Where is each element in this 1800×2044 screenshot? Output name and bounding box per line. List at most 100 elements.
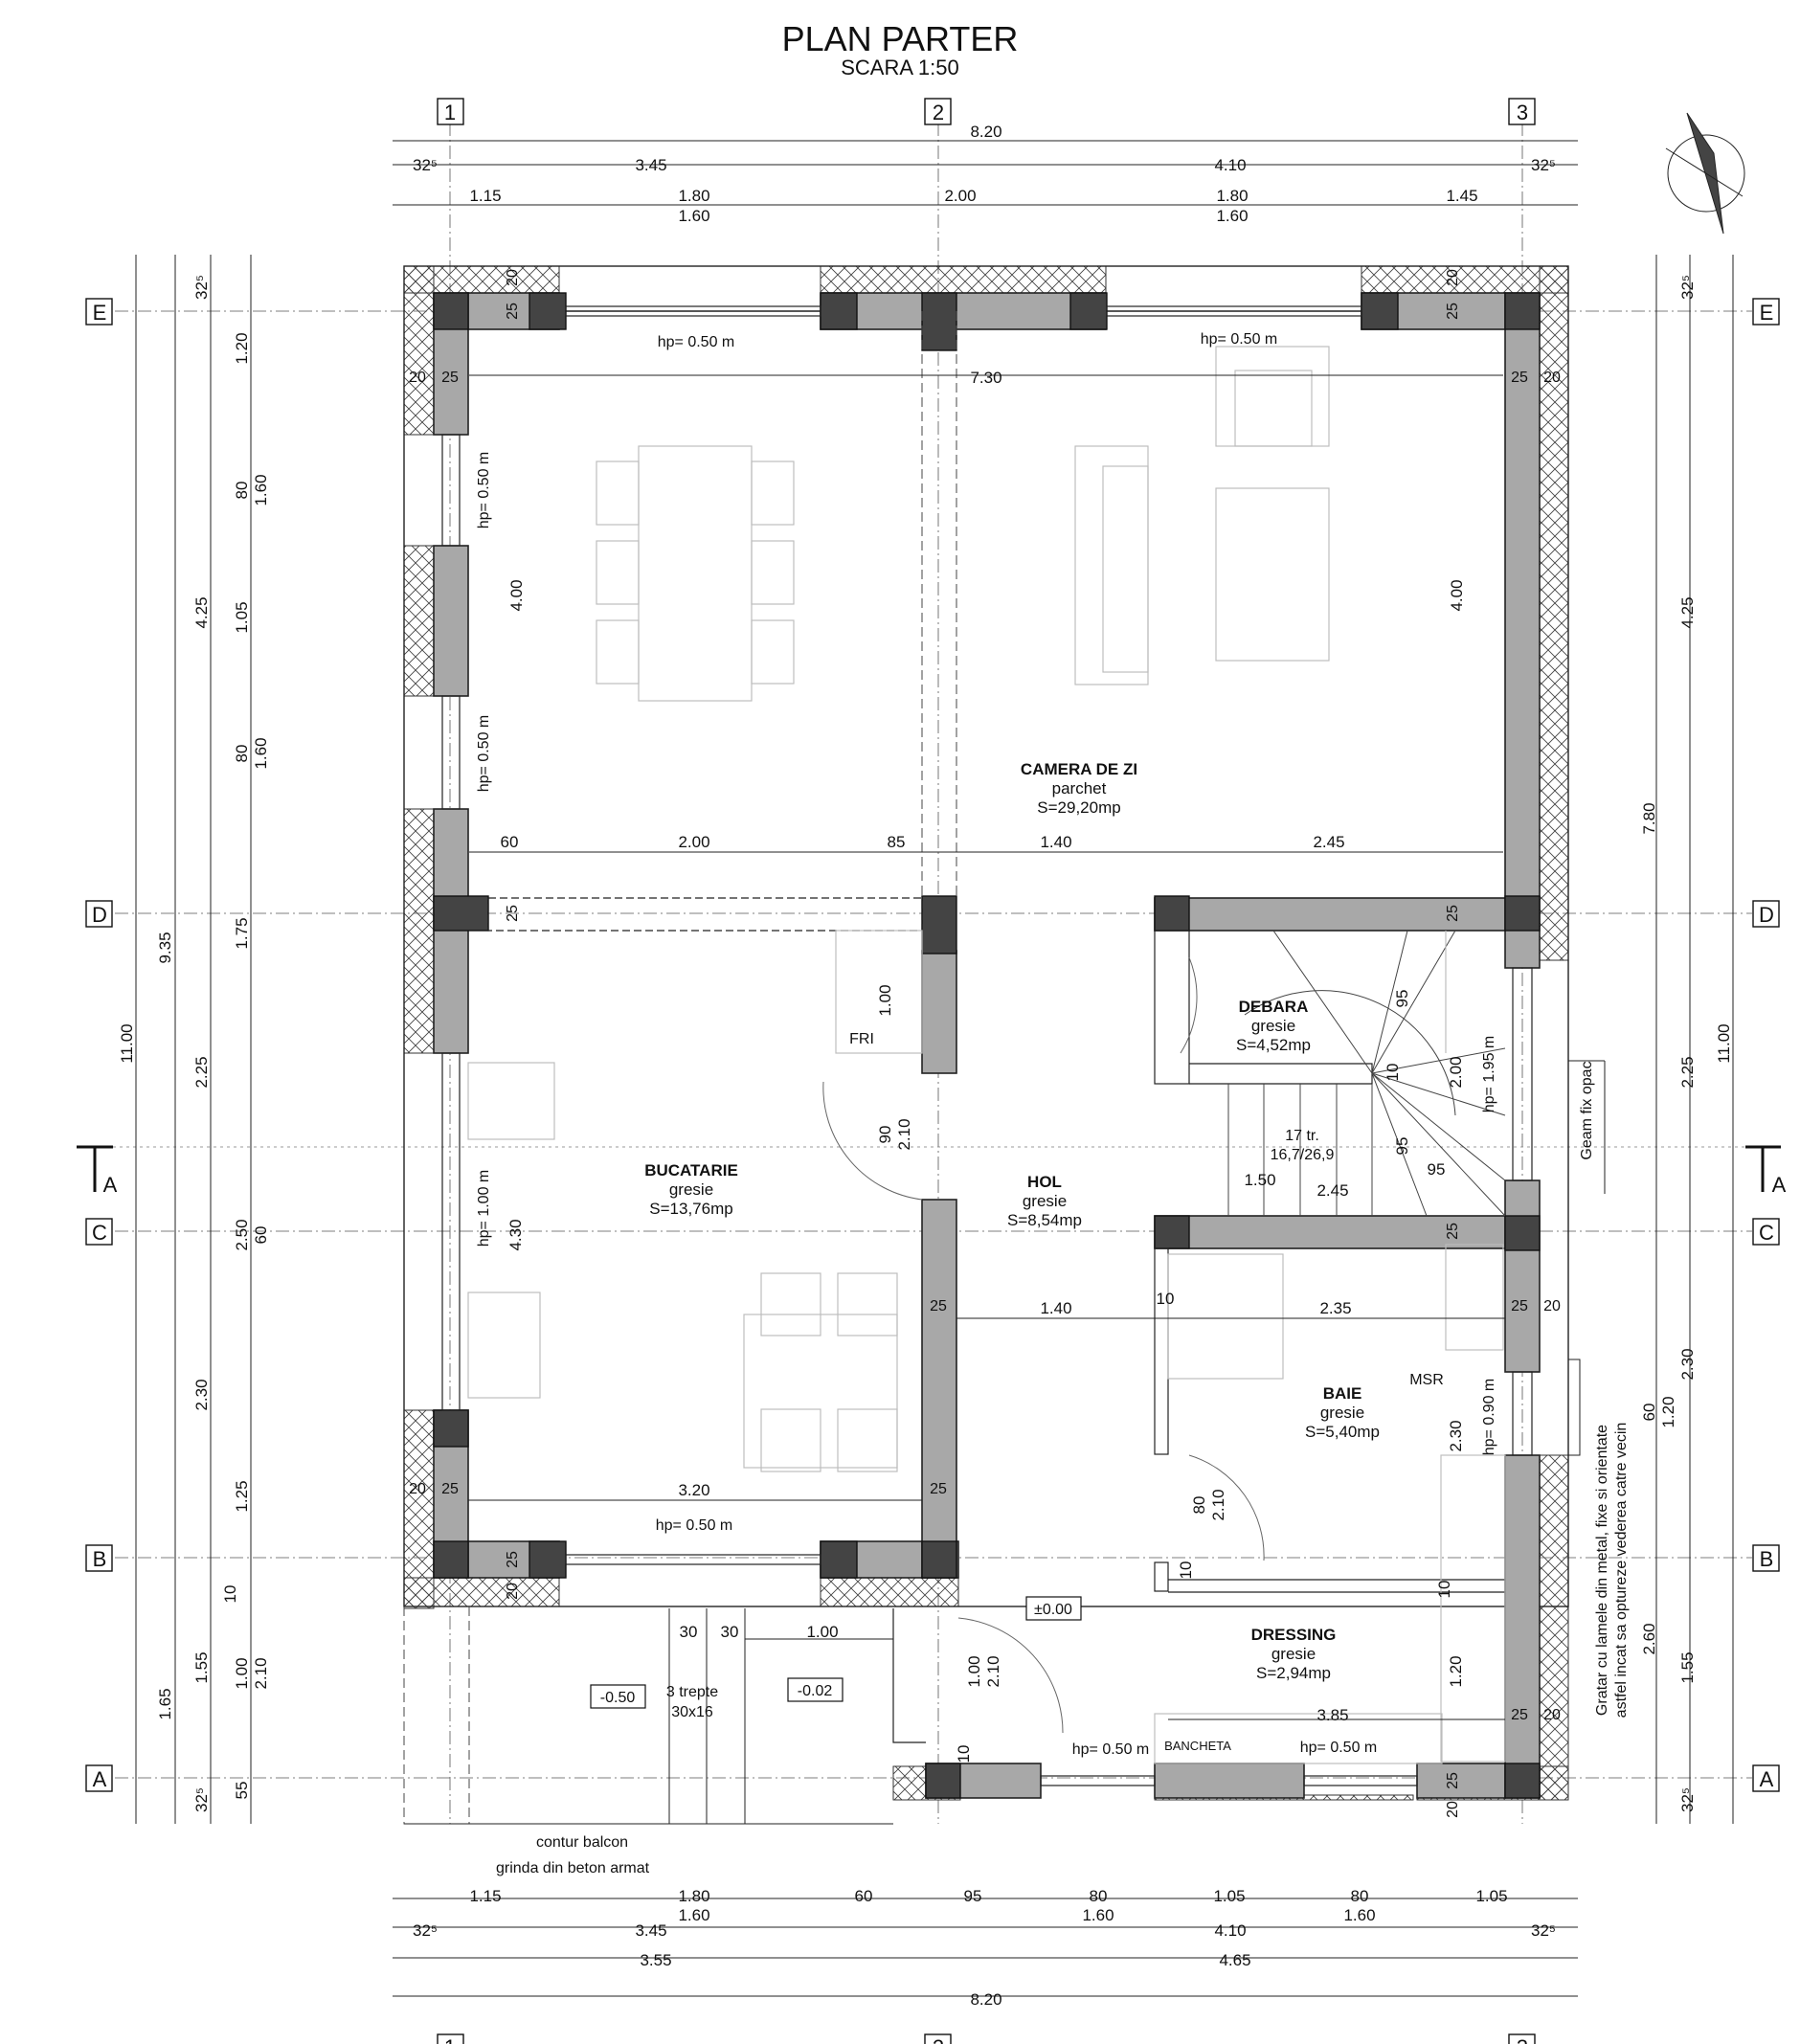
- dim: 1.80: [678, 1887, 709, 1905]
- wall-label: 25: [1445, 1772, 1461, 1789]
- wall-label: 25: [930, 1481, 947, 1497]
- walls: [433, 292, 1541, 1799]
- dim: 2.35: [1319, 1299, 1351, 1317]
- dim: 2.00: [944, 187, 976, 205]
- dim: 80: [233, 745, 251, 763]
- dim: 1.60: [252, 737, 270, 769]
- dim: 7.30: [970, 369, 1001, 387]
- axis-right-e: E: [1760, 301, 1774, 325]
- section-label-right: A: [1772, 1173, 1787, 1197]
- level-boxes: [590, 1596, 1082, 1709]
- window-label: hp= 0.50 m: [656, 1517, 733, 1534]
- dim: 1.65: [156, 1688, 174, 1719]
- dim: 4.65: [1219, 1951, 1250, 1969]
- room-area: S=4,52mp: [1236, 1036, 1311, 1054]
- dim: 11.00: [118, 1023, 136, 1063]
- wall-label: 25: [930, 1298, 947, 1314]
- dim: 95: [1393, 1137, 1411, 1156]
- dim: 1.20: [1447, 1655, 1465, 1687]
- dim: 1.55: [192, 1651, 211, 1683]
- dim: 1.20: [233, 332, 251, 364]
- room-labels: CAMERA DE ZI parchet S=29,20mp BUCATARIE…: [644, 760, 1380, 1682]
- page-subtitle: SCARA 1:50: [841, 56, 959, 79]
- window-label: hp= 0.50 m: [1300, 1740, 1378, 1756]
- dim: 2.45: [1316, 1181, 1348, 1200]
- dim: 80: [233, 482, 251, 500]
- wall-label: 25: [1445, 303, 1461, 320]
- dim: 95: [1393, 990, 1411, 1008]
- section-markers: [77, 1145, 1781, 1192]
- window-label: hp= 1.95 m: [1481, 1036, 1497, 1113]
- axis-left-c: C: [92, 1221, 107, 1245]
- stair: [1227, 930, 1506, 1217]
- dim: 95: [964, 1887, 982, 1905]
- dim: 80: [1190, 1496, 1208, 1515]
- wall-label: 20: [1543, 1298, 1561, 1314]
- axis-top-3: 3: [1517, 101, 1528, 124]
- dim: 1.00: [806, 1623, 838, 1641]
- columns: [433, 292, 1541, 1799]
- furniture: [467, 346, 1506, 1764]
- axis-bottom-3: 3: [1517, 2035, 1528, 2044]
- axis-bottom-1: 1: [444, 2035, 456, 2044]
- window-label: hp= 0.90 m: [1481, 1379, 1497, 1456]
- dim: 1.05: [1475, 1887, 1507, 1905]
- dim: 32⁵: [1678, 275, 1697, 300]
- axis-top-2: 2: [933, 101, 944, 124]
- dim: 95: [1428, 1160, 1446, 1179]
- dim: 10: [1384, 1064, 1402, 1082]
- dim: 2.25: [192, 1056, 211, 1088]
- wall-thickness-labels: 25 20 25 20 25 25 25 20 25 20 25 20 25 2…: [409, 269, 1561, 1818]
- dim: 4.30: [506, 1219, 525, 1250]
- axis-left-b: B: [93, 1547, 107, 1571]
- wall-label: 20: [1445, 269, 1461, 286]
- wall-label: 25: [505, 905, 521, 922]
- dim: 1.15: [469, 1887, 501, 1905]
- dim: 2.10: [252, 1657, 270, 1689]
- page-title: PLAN PARTER: [781, 19, 1019, 58]
- dim: 30: [721, 1623, 739, 1641]
- room-floor: gresie: [1251, 1017, 1295, 1035]
- room-area: S=2,94mp: [1256, 1664, 1331, 1682]
- axis-left-d: D: [92, 903, 107, 927]
- dim: 1.05: [233, 601, 251, 633]
- dim: 2.30: [192, 1379, 211, 1410]
- wall-label: 25: [441, 1481, 459, 1497]
- room-name: HOL: [1027, 1173, 1062, 1191]
- room-area: S=29,20mp: [1037, 798, 1120, 817]
- wall-label: 20: [505, 1583, 521, 1600]
- dim: 80: [1090, 1887, 1108, 1905]
- dim: 2.10: [984, 1655, 1002, 1687]
- dim: 4.00: [1448, 579, 1466, 611]
- horizontal-dimensions: 8.20 32⁵ 3.45 4.10 32⁵ 1.15 1.80 1.60 2.…: [413, 123, 1556, 2009]
- axis-right-a: A: [1760, 1767, 1774, 1791]
- room-name: BUCATARIE: [644, 1161, 738, 1179]
- room-floor: parchet: [1052, 779, 1107, 797]
- wall-label: 20: [409, 370, 426, 386]
- window-label: hp= 0.50 m: [476, 452, 492, 529]
- dim: 1.15: [469, 187, 501, 205]
- dim: 55: [233, 1782, 251, 1800]
- dim: 10: [1177, 1561, 1195, 1580]
- wall-label: 20: [1543, 1707, 1561, 1723]
- dim: 1.25: [233, 1480, 251, 1512]
- dim: 4.25: [192, 596, 211, 628]
- axis-top-1: 1: [444, 101, 456, 124]
- dim: 2.25: [1678, 1056, 1697, 1088]
- dim: 3.45: [635, 1921, 666, 1940]
- dim: 4.10: [1214, 156, 1246, 174]
- dim: 1.80: [1216, 187, 1248, 205]
- entry-steps: [404, 1608, 893, 1825]
- dim: 2.60: [1640, 1623, 1658, 1654]
- dim: 2.50: [233, 1219, 251, 1250]
- door-swings: [822, 956, 1265, 1734]
- dim: 1.40: [1040, 833, 1071, 851]
- dim: 1.60: [678, 207, 709, 225]
- axis-right-c: C: [1759, 1221, 1774, 1245]
- dim: 4.10: [1214, 1921, 1246, 1940]
- dim: 3.45: [635, 156, 666, 174]
- dim: 1.75: [233, 917, 251, 949]
- dim: 7.80: [1640, 802, 1658, 834]
- partitions: [892, 930, 1505, 1743]
- dim: 2.30: [1447, 1420, 1465, 1451]
